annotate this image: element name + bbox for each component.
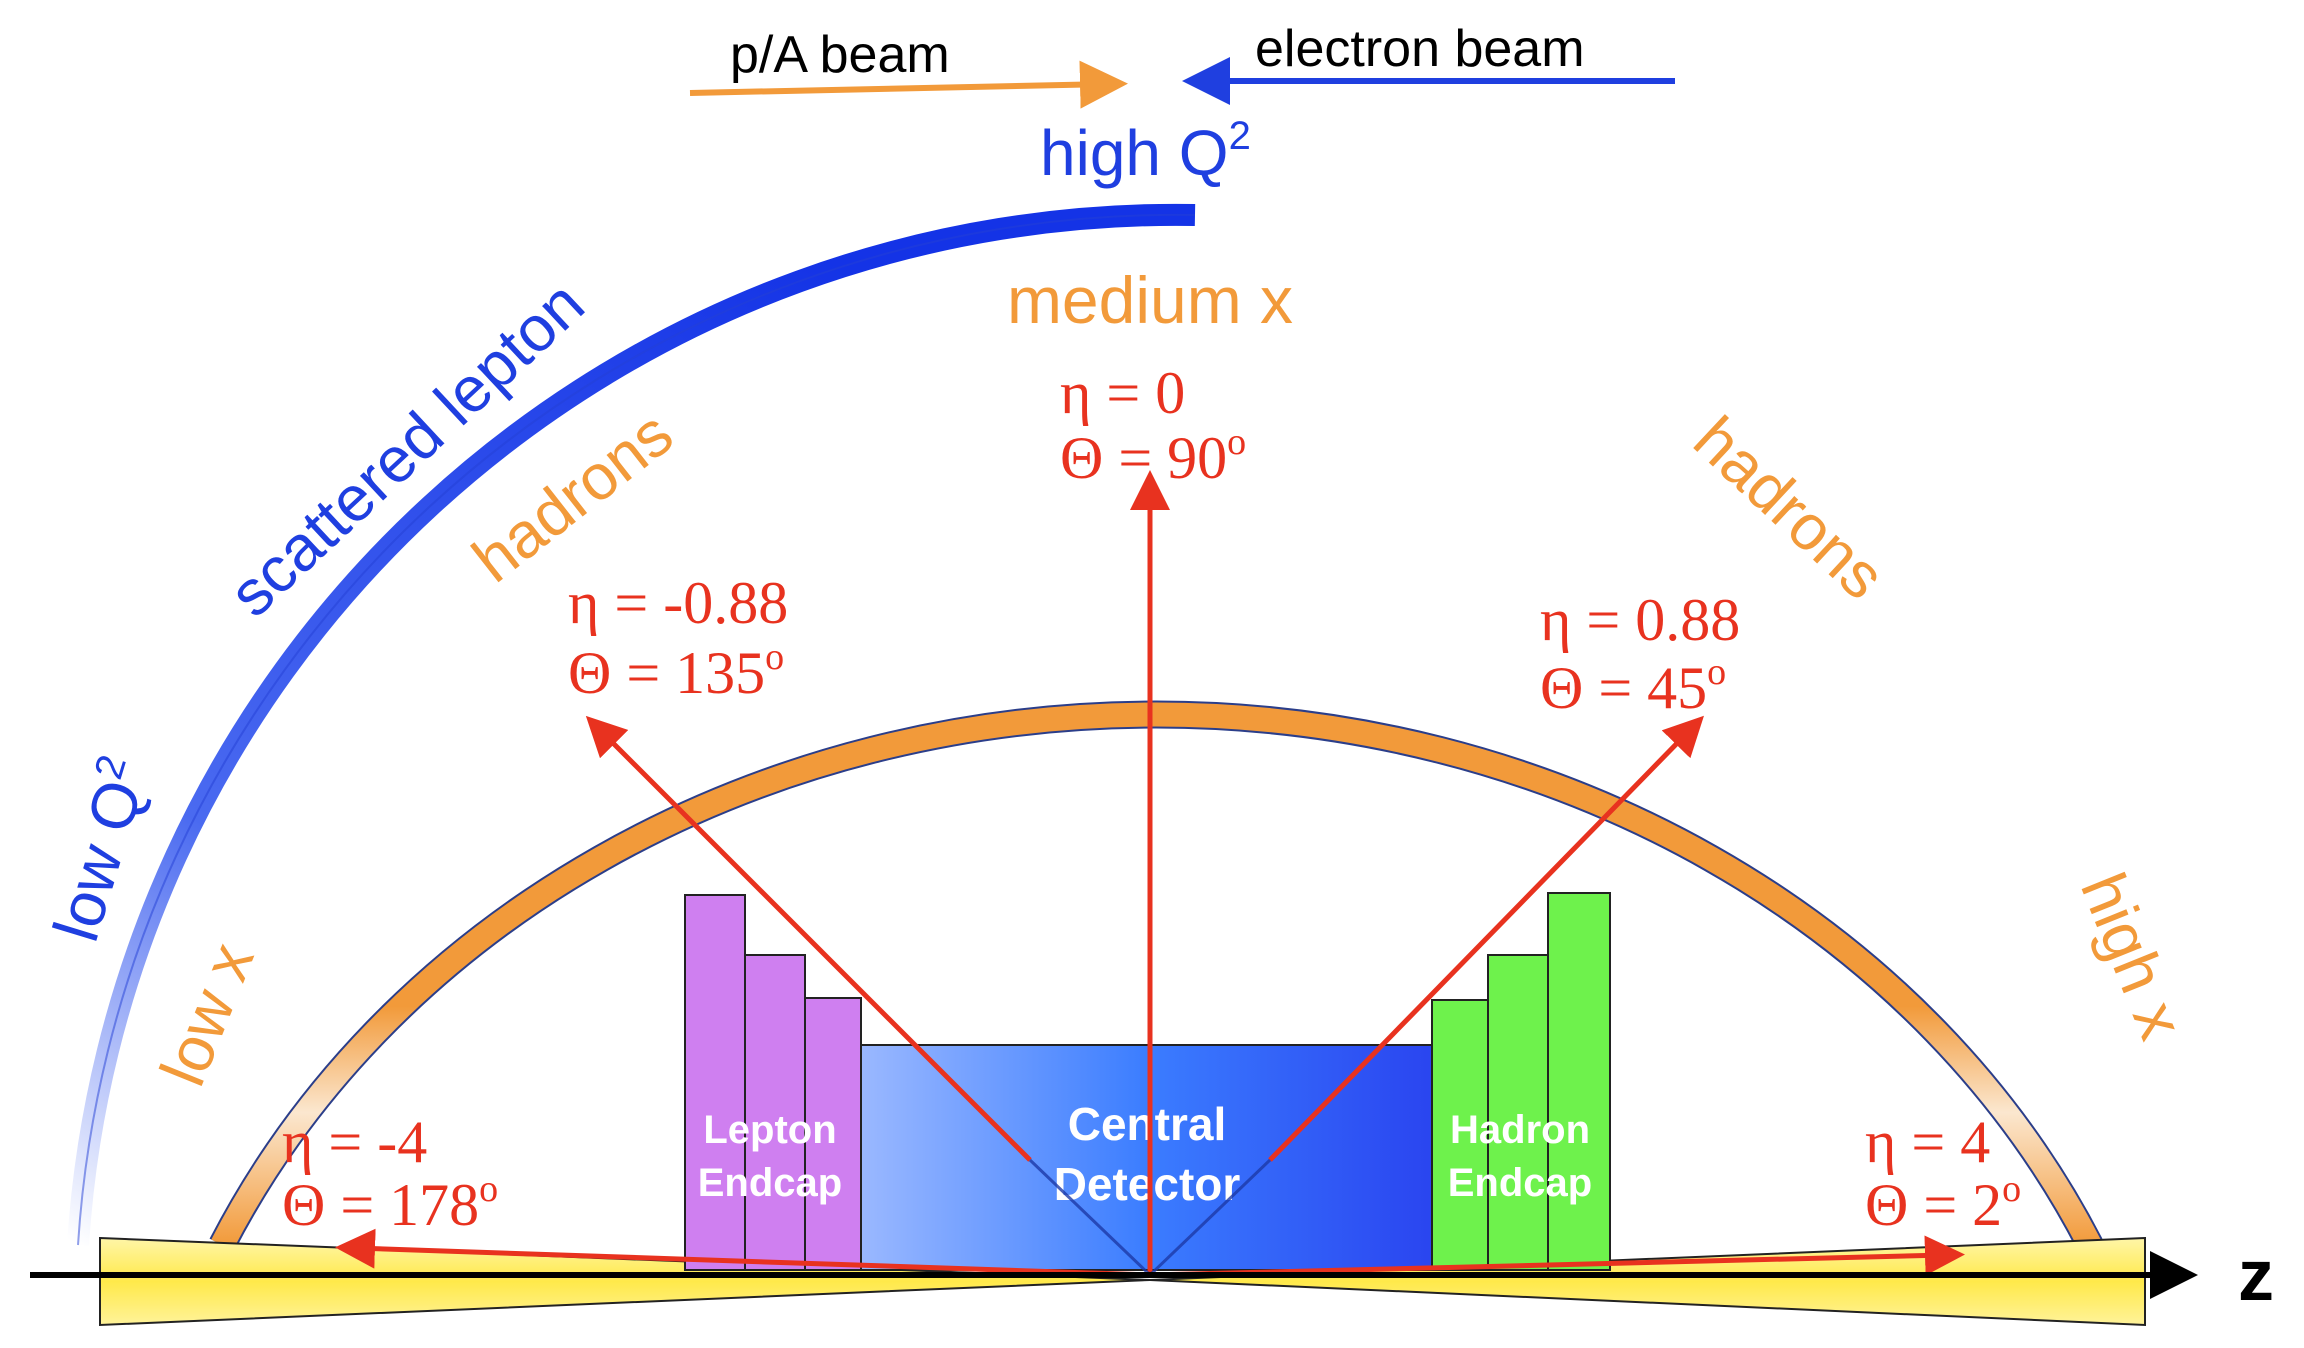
hadron-endcap-label-2: Endcap: [1448, 1161, 1592, 1205]
z-axis-label: z: [2238, 1236, 2274, 1316]
hadron-endcap-label-1: Hadron: [1450, 1108, 1590, 1152]
arrow-eta-088: [1268, 715, 1704, 1162]
low-x-label: low x: [146, 933, 267, 1095]
angle-label-eta-0: η = 0 Θ = 90o: [1060, 360, 1246, 491]
angle-label-eta-088: η = 0.88 Θ = 45o: [1540, 587, 1740, 721]
theta-178-text: Θ = 178o: [282, 1168, 498, 1238]
eta-4-text: η = 4: [1865, 1109, 1990, 1175]
arrow-eta-neg088-inner: [1028, 1158, 1152, 1277]
angle-label-eta-4: η = 4 Θ = 2o: [1865, 1109, 2021, 1238]
arrow-eta-neg4: [335, 1228, 1151, 1278]
angle-label-eta-neg088: η = -0.88 Θ = 135o: [568, 570, 788, 706]
central-detector: Central Detector: [860, 1044, 1433, 1271]
theta-45-text: Θ = 45o: [1540, 651, 1726, 721]
scattered-lepton-label: scattered lepton: [215, 267, 597, 630]
eta-arrows: [335, 470, 1965, 1278]
central-detector-label-2: Detector: [1054, 1158, 1241, 1210]
hadrons-right-label: hadrons: [1680, 403, 1898, 613]
lepton-endcap-label-1: Lepton: [703, 1108, 836, 1152]
central-detector-label-1: Central: [1068, 1098, 1226, 1150]
eta-neg088-text: η = -0.88: [568, 570, 788, 636]
arrow-eta-4: [1149, 1235, 1965, 1278]
eta-088-text: η = 0.88: [1540, 587, 1740, 653]
pA-beam-label: p/A beam: [730, 26, 950, 84]
arrow-eta-neg088: [585, 715, 1032, 1162]
electron-beam: electron beam: [1182, 20, 1675, 105]
lepton-arc: [67, 203, 1196, 1246]
theta-2-text: Θ = 2o: [1865, 1168, 2021, 1238]
arrow-eta-088-inner: [1148, 1158, 1272, 1277]
eta-0-text: η = 0: [1060, 360, 1185, 426]
hadron-arc: [200, 700, 2110, 1252]
high-q2-label: high Q2: [1040, 114, 1251, 189]
lepton-endcap-label-2: Endcap: [698, 1161, 842, 1205]
hadrons-left-label: hadrons: [459, 397, 686, 596]
pA-beam: p/A beam: [689, 26, 1128, 109]
high-x-label: high x: [2067, 863, 2198, 1048]
medium-x-label: medium x: [1007, 263, 1293, 337]
theta-90-text: Θ = 90o: [1060, 421, 1246, 491]
angle-label-eta-neg4: η = -4 Θ = 178o: [282, 1109, 498, 1238]
z-axis: z: [30, 1236, 2274, 1316]
theta-135-text: Θ = 135o: [568, 636, 784, 706]
eta-neg4-text: η = -4: [282, 1109, 427, 1175]
electron-beam-label: electron beam: [1255, 20, 1585, 78]
lepton-endcap: Lepton Endcap: [684, 894, 862, 1271]
hadron-endcap: Hadron Endcap: [1431, 892, 1611, 1271]
